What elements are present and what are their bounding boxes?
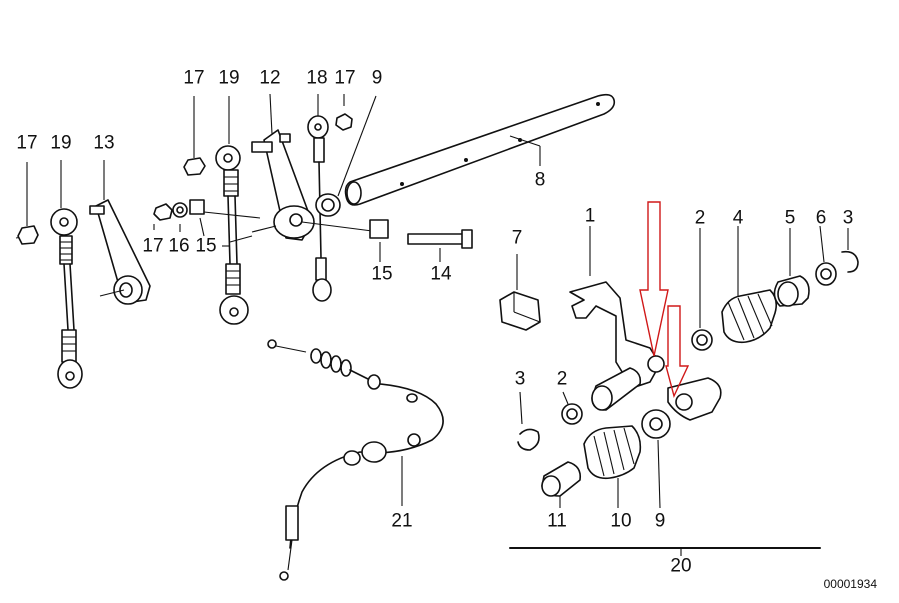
callout-21: 21: [391, 510, 413, 532]
cable-21: [267, 339, 444, 581]
callout-2: 2: [694, 207, 706, 229]
callout-17: 17: [183, 67, 205, 89]
part-7: [499, 254, 541, 331]
callout-11: 11: [547, 510, 567, 532]
callout-17: 17: [16, 132, 38, 154]
callout-20: 20: [670, 555, 692, 577]
callout-4: 4: [732, 207, 744, 229]
callout-14: 14: [430, 263, 452, 285]
callout-1: 1: [584, 205, 596, 227]
right-assembly: [517, 225, 859, 509]
callout-15: 15: [195, 235, 217, 257]
callout-15: 15: [371, 263, 393, 285]
left-linkage: [15, 160, 151, 389]
callout-3: 3: [514, 368, 526, 390]
callout-6: 6: [815, 207, 827, 229]
callout-9: 9: [371, 67, 383, 89]
callout-5: 5: [784, 207, 796, 229]
callout-13: 13: [93, 132, 115, 154]
callout-19: 19: [50, 132, 72, 154]
red-arrows: [639, 201, 690, 399]
document-number: 00001934: [823, 577, 877, 591]
callout-2: 2: [556, 368, 568, 390]
callout-19: 19: [218, 67, 240, 89]
callout-18: 18: [306, 67, 328, 89]
callout-16: 16: [168, 235, 190, 257]
callout-8: 8: [534, 169, 546, 191]
callout-7: 7: [511, 227, 523, 249]
small-parts: [153, 199, 473, 262]
callout-17: 17: [334, 67, 356, 89]
callout-9: 9: [654, 510, 666, 532]
callout-17: 17: [142, 235, 164, 257]
callout-10: 10: [610, 510, 632, 532]
callout-3: 3: [842, 207, 854, 229]
shaft-8: [344, 93, 616, 206]
middle-linkage: [183, 93, 381, 325]
callout-12: 12: [259, 67, 281, 89]
